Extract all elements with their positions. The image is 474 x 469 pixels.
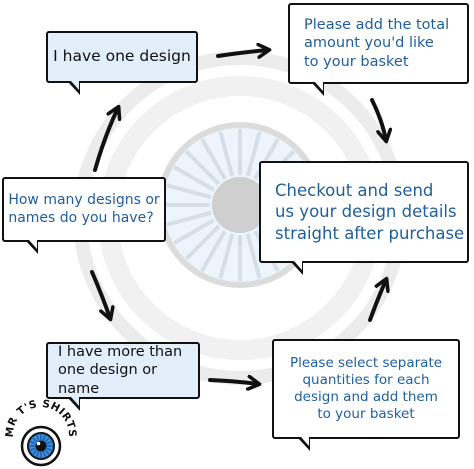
iris-spoke	[35, 434, 40, 441]
iris-spoke	[173, 218, 216, 245]
arrow-howmany-to-one	[93, 108, 118, 172]
bubble-one-design: I have one design	[46, 31, 198, 95]
speech-tail-fill	[29, 240, 37, 249]
bubble-separate-quantities: Please select separate quantities for ea…	[272, 339, 460, 451]
bubble-line: quantities for each	[302, 372, 430, 389]
bubble-text: How many designs or names do you have?	[8, 192, 159, 227]
bubble-line: us your design details	[275, 202, 457, 222]
speech-tail-fill	[301, 437, 309, 446]
iris-spoke	[245, 131, 262, 177]
bubble-text: Please select separate quantities for ea…	[290, 355, 442, 423]
iris-spoke	[184, 224, 221, 261]
iris-spoke	[245, 233, 262, 279]
speech-tail-fill	[315, 82, 323, 91]
bubble-line: How many designs or	[8, 192, 160, 208]
bubble-line: one design or name	[58, 362, 158, 397]
iris-spoke	[31, 449, 38, 456]
arrow-total-to-checkout	[370, 98, 386, 140]
bubble-line: to your basket	[304, 53, 409, 70]
iris-spoke	[42, 434, 47, 441]
bubble-line: I have more than	[58, 344, 183, 361]
brand-logo: MR T'S SHIRTS	[4, 398, 78, 467]
iris-spoke	[253, 138, 280, 181]
bubble-line: straight after purchase	[275, 223, 465, 243]
bubble-text: Checkout and send us your design details…	[275, 180, 464, 244]
bubble-line: I have one design	[53, 47, 191, 66]
iris-spoke	[166, 183, 212, 200]
bubble-line: Please select separate	[289, 355, 443, 372]
iris-spoke	[42, 451, 47, 458]
iris-spoke	[218, 233, 235, 279]
bubble-text: I have more than one design or name	[58, 343, 198, 397]
iris-spoke	[35, 451, 40, 458]
iris-spoke	[200, 138, 227, 181]
iris-spoke	[46, 447, 53, 452]
bubble-line: names do you have?	[8, 209, 154, 226]
bubble-line: design and add them	[294, 389, 438, 405]
bubble-text: I have one design	[53, 47, 191, 66]
speech-tail-fill	[294, 261, 302, 270]
bubble-line: to your basket	[317, 405, 415, 422]
iris-spoke	[200, 229, 227, 272]
iris-spoke	[44, 436, 51, 443]
bubble-how-many: How many designs or names do you have?	[2, 177, 166, 254]
iris-spoke	[173, 165, 216, 192]
eye-logo-icon	[20, 425, 62, 467]
iris-spoke	[44, 449, 51, 456]
iris-spoke	[29, 447, 36, 452]
arrow-more-to-separate	[208, 380, 258, 384]
speech-tail-fill	[71, 81, 79, 90]
iris-spoke	[184, 149, 221, 186]
iris-spoke	[46, 440, 53, 445]
bubble-checkout: Checkout and send us your design details…	[259, 161, 469, 275]
bubble-text: Please add the total amount you'd like t…	[304, 16, 449, 70]
arrow-howmany-to-more	[90, 270, 110, 318]
iris-spoke	[218, 131, 235, 177]
bubble-line: amount you'd like	[304, 35, 434, 52]
iris-spoke	[29, 440, 36, 445]
arrow-one-to-total	[216, 50, 268, 56]
iris-spoke	[166, 210, 212, 227]
iris-spoke	[31, 436, 38, 443]
bubble-add-total: Please add the total amount you'd like t…	[288, 3, 469, 96]
bubble-line: Please add the total	[304, 17, 450, 34]
bubble-more-than-one: I have more than one design or name	[46, 342, 200, 411]
speech-tail-fill	[71, 397, 79, 406]
arrow-separate-to-checkout	[368, 280, 386, 322]
bubble-line: Checkout and send	[275, 180, 434, 200]
